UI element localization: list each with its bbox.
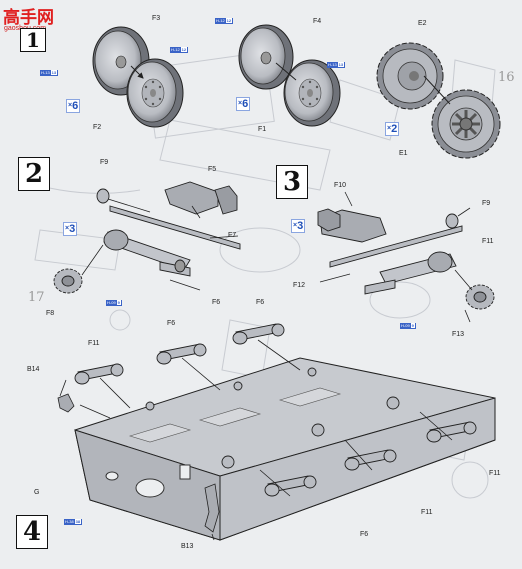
- step-number-1: 1: [20, 28, 46, 52]
- part-label-f9: F9: [100, 159, 109, 166]
- part-label-f5: F5: [208, 166, 217, 173]
- part-label-f4: F4: [313, 18, 322, 25]
- drive-sprocket-e2: [376, 42, 444, 110]
- part-label-f7: F7: [228, 232, 237, 239]
- part-label-f10: F10: [334, 182, 347, 189]
- road-wheel-f1: [283, 59, 341, 127]
- part-label-e2: E2: [418, 20, 427, 27]
- part-label-e1: E1: [399, 150, 408, 157]
- road-wheel-f4: [238, 24, 294, 90]
- part-label-f6: F6: [167, 320, 176, 327]
- quantity-badge: ×6: [66, 99, 81, 113]
- part-label-f11: F11: [489, 470, 501, 477]
- part-label-f11: F11: [482, 238, 494, 245]
- part-label-f1: F1: [258, 126, 267, 133]
- part-label-b13: B13: [181, 543, 194, 550]
- step-number-2: 2: [18, 157, 50, 191]
- part-label-f11: F11: [88, 340, 100, 347]
- drive-sprocket-e1: [431, 89, 501, 159]
- part-label-f6: F6: [256, 299, 265, 306]
- quantity-badge: ×6: [236, 97, 251, 111]
- quantity-badge: ×3: [63, 222, 78, 236]
- part-label-f9: F9: [482, 200, 491, 207]
- part-label-g: G: [34, 489, 40, 496]
- part-label-f12: F12: [293, 282, 306, 289]
- background-page-mark: 17: [28, 290, 45, 305]
- part-label-f13: F13: [452, 331, 465, 338]
- part-label-f6: F6: [360, 531, 369, 538]
- quantity-badge: ×2: [385, 122, 400, 136]
- step-number-4: 4: [16, 515, 48, 549]
- part-label-f3: F3: [152, 15, 161, 22]
- background-page-mark: 16: [498, 70, 515, 85]
- part-label-f6: F6: [212, 299, 221, 306]
- step-number-3: 3: [276, 165, 308, 199]
- part-label-f8: F8: [46, 310, 55, 317]
- part-label-b14: B14: [27, 366, 40, 373]
- quantity-badge: ×3: [291, 219, 306, 233]
- watermark-site-name: 高手网: [3, 8, 54, 28]
- part-label-f2: F2: [93, 124, 102, 131]
- part-label-f11: F11: [421, 509, 433, 516]
